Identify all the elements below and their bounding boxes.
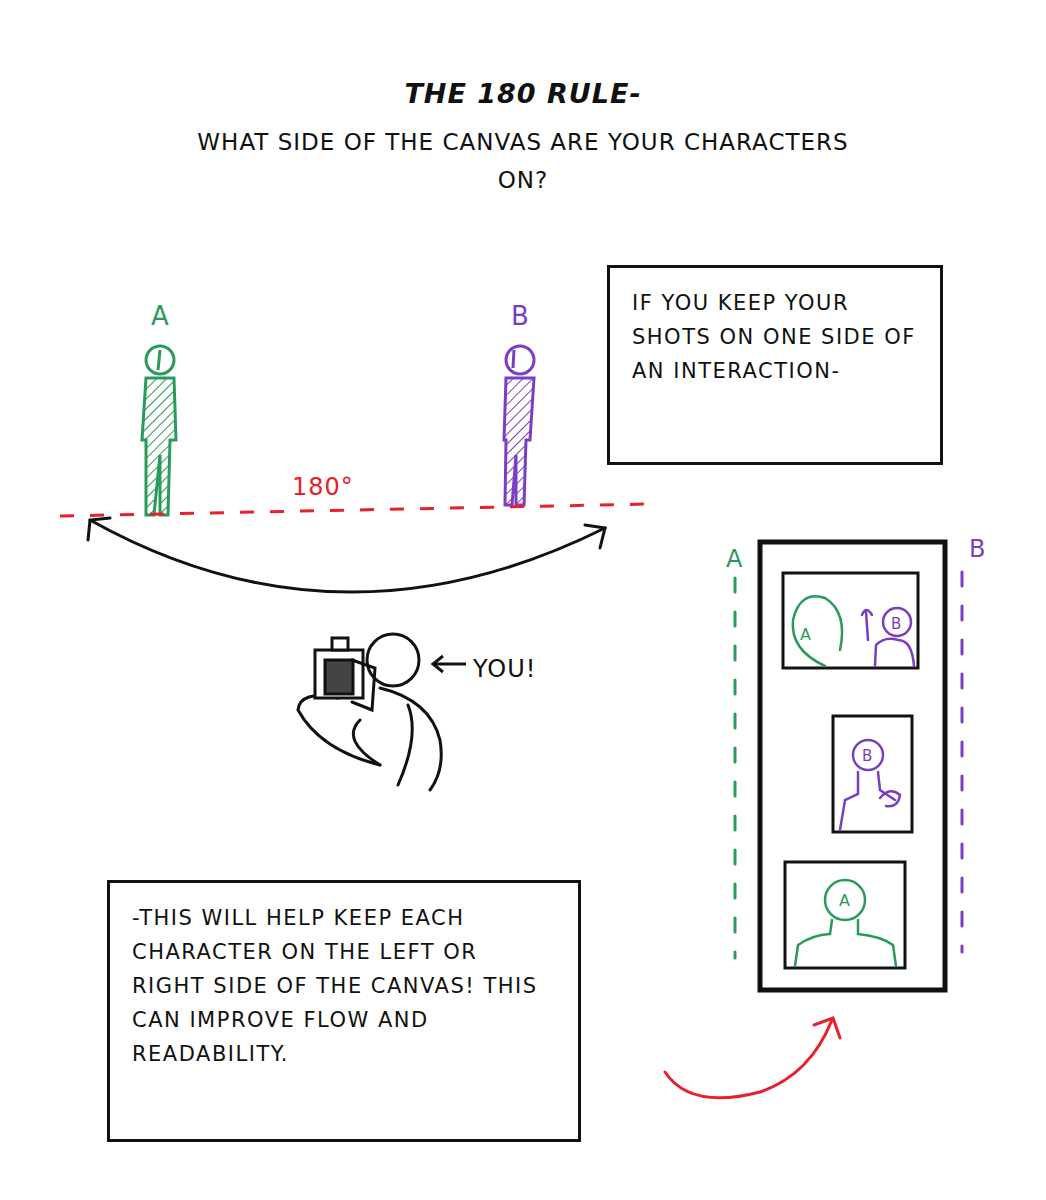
character-letter: A <box>151 295 170 338</box>
panel-letter: B <box>862 744 873 769</box>
angle-label: 180° <box>292 468 354 508</box>
figure-a <box>142 346 176 515</box>
character-letter: B <box>511 295 530 338</box>
box-text: IF YOU KEEP YOUR SHOTS ON ONE SIDE OF AN… <box>632 286 918 388</box>
leader-arrow <box>433 656 443 672</box>
title: THE 180 RULE- <box>0 78 1046 109</box>
figure-b <box>504 346 534 505</box>
subtitle: WHAT SIDE OF THE CANVAS ARE YOUR CHARACT… <box>173 124 873 200</box>
text-box: -THIS WILL HELP KEEP EACH CHARACTER ON T… <box>107 880 581 1142</box>
camera-arc <box>88 518 605 592</box>
leader-line <box>433 663 466 666</box>
red-arrow <box>665 1018 840 1098</box>
axis-line <box>60 504 650 516</box>
camera-person <box>298 634 441 790</box>
side-letter: B <box>969 530 986 570</box>
callout-label: YOU! <box>473 650 536 690</box>
panel-letter: A <box>800 622 812 648</box>
panel-letter: B <box>891 612 902 637</box>
box-text: -THIS WILL HELP KEEP EACH CHARACTER ON T… <box>132 901 556 1071</box>
panel-letter: A <box>839 888 851 914</box>
text-box: IF YOU KEEP YOUR SHOTS ON ONE SIDE OF AN… <box>607 265 943 465</box>
side-letter: A <box>726 540 743 580</box>
comic-strip <box>735 542 962 990</box>
